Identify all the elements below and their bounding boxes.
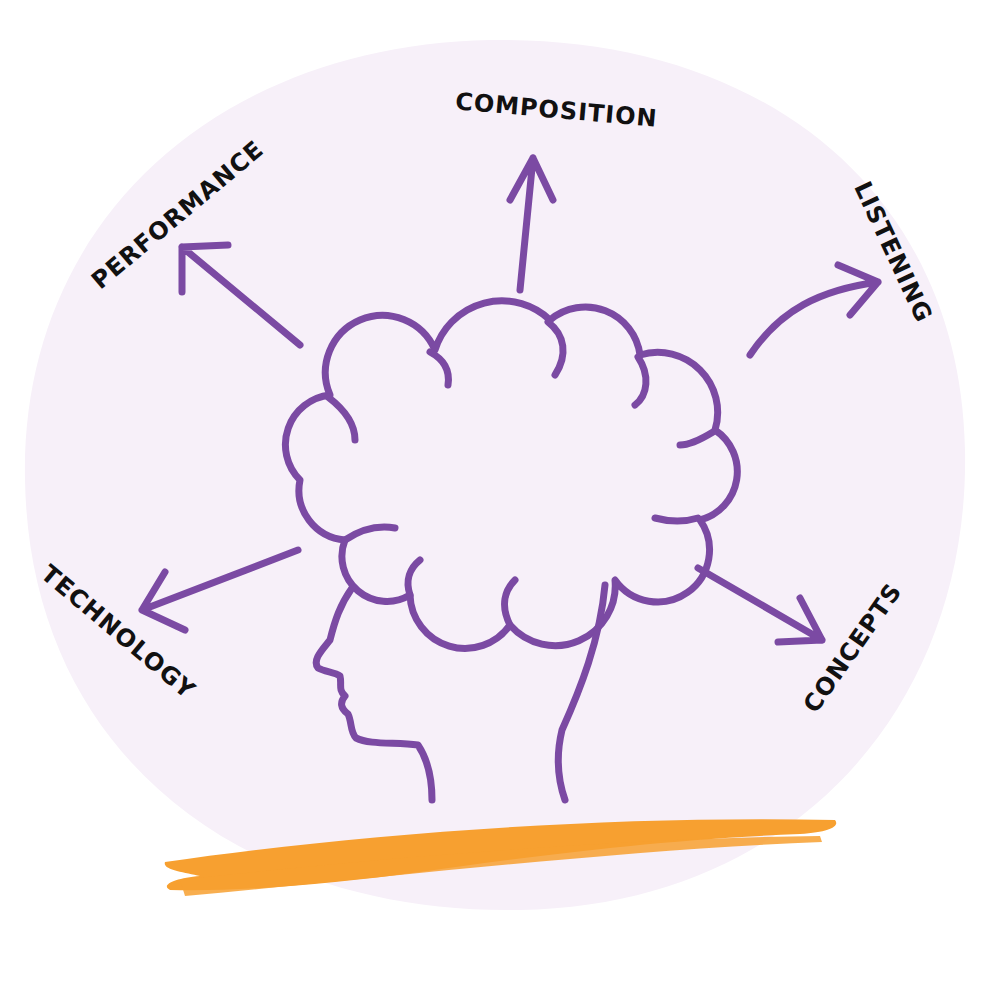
- face-profile: [316, 588, 432, 800]
- brain-curl: [505, 580, 515, 625]
- arrow: [142, 550, 298, 630]
- arrow: [698, 568, 822, 642]
- brain-curl: [345, 527, 395, 540]
- neck-back: [558, 585, 605, 800]
- brain-curl: [655, 518, 698, 521]
- brain-curl: [408, 560, 420, 595]
- brain-curl: [328, 397, 355, 440]
- brain-curl: [430, 352, 448, 385]
- arrow: [510, 158, 553, 290]
- brain-cloud: [285, 301, 737, 649]
- brain-curl: [680, 432, 713, 445]
- brush-stroke: [180, 836, 822, 896]
- brain-curl: [548, 322, 563, 375]
- background-blob: [25, 40, 965, 910]
- brain-curl: [635, 357, 646, 405]
- arrow: [750, 265, 878, 355]
- arrow: [182, 245, 300, 345]
